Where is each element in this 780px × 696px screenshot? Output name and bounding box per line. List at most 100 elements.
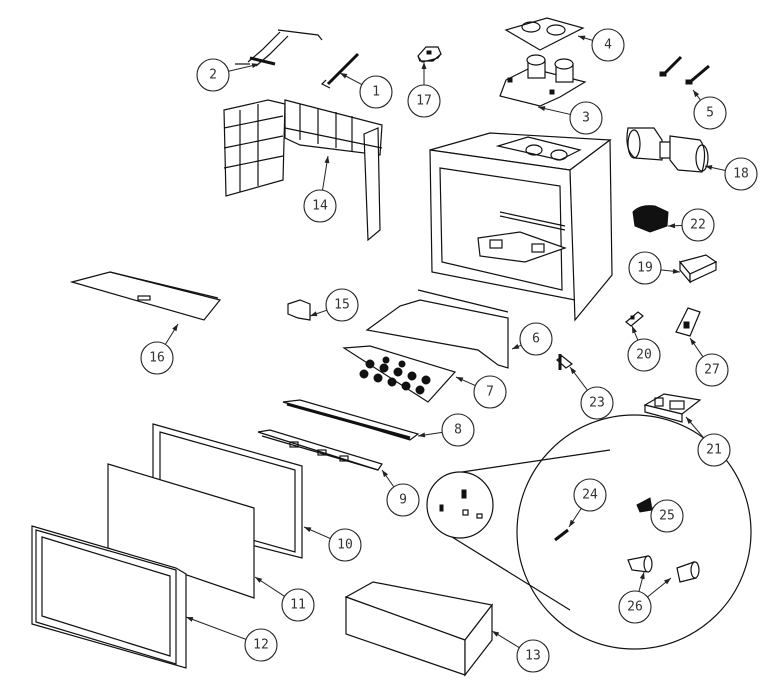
part-13-box xyxy=(344,581,494,677)
callout-circle xyxy=(580,386,614,420)
callouts: 1234567891011121314151617181920212223242… xyxy=(140,28,758,673)
arrowhead xyxy=(382,470,389,478)
callout-circle xyxy=(628,251,662,285)
callout-14: 14 xyxy=(303,155,337,223)
callout-circle xyxy=(359,75,393,109)
part-20-switch xyxy=(625,311,644,327)
callout-24: 24 xyxy=(568,478,607,528)
callout-circle xyxy=(303,189,337,223)
arrowhead xyxy=(456,377,464,383)
arrowhead xyxy=(663,578,671,585)
callout-5: 5 xyxy=(692,89,727,130)
callout-circle xyxy=(244,628,278,662)
callout-label: 3 xyxy=(582,111,590,126)
callout-label: 1 xyxy=(372,85,380,100)
callout-label: 23 xyxy=(589,396,605,411)
callout-12: 12 xyxy=(185,616,278,662)
part-2-bracket xyxy=(235,29,323,67)
arrowhead xyxy=(632,326,637,334)
callout-label: 19 xyxy=(637,261,653,276)
part-21-remote xyxy=(643,393,702,423)
hardware-detail-inset xyxy=(426,414,752,650)
callout-circle xyxy=(325,288,359,322)
callout-23: 23 xyxy=(569,366,614,420)
part-23-bracket xyxy=(556,354,574,370)
arrowhead xyxy=(672,268,680,274)
part-16-base-plate xyxy=(69,271,222,321)
part-5-screws xyxy=(659,55,710,85)
callout-circle xyxy=(407,84,441,118)
part-6-shield xyxy=(365,289,509,369)
arrowhead xyxy=(690,338,697,346)
arrowhead xyxy=(570,367,577,375)
callout-19: 19 xyxy=(628,251,681,285)
callout-20: 20 xyxy=(627,325,661,372)
callout-label: 15 xyxy=(334,298,350,313)
callout-label: 22 xyxy=(690,218,706,233)
callout-label: 10 xyxy=(337,538,353,553)
callout-label: 17 xyxy=(416,94,432,109)
callout-circle xyxy=(281,588,315,622)
leader-line xyxy=(185,616,247,640)
callout-circle xyxy=(573,478,607,512)
callout-25: 25 xyxy=(649,499,684,533)
arrowhead xyxy=(668,223,676,229)
callout-circle xyxy=(516,639,550,673)
callout-circle xyxy=(693,96,727,130)
callout-10: 10 xyxy=(303,526,362,562)
part-1-rod xyxy=(320,52,360,89)
callout-label: 4 xyxy=(604,38,612,53)
callout-22: 22 xyxy=(667,208,715,242)
arrowhead xyxy=(324,156,330,164)
callout-label: 5 xyxy=(706,106,714,121)
callout-label: 2 xyxy=(209,68,217,83)
callout-label: 25 xyxy=(659,509,675,524)
arrowhead xyxy=(340,73,348,79)
callout-circle xyxy=(681,208,715,242)
callout-18: 18 xyxy=(704,157,758,191)
callout-circle xyxy=(650,499,684,533)
part-3-collar-plate xyxy=(499,54,587,107)
arrowhead xyxy=(705,165,713,170)
part-18-blower xyxy=(626,127,709,173)
part-22-valve xyxy=(632,205,669,233)
callout-4: 4 xyxy=(577,28,625,62)
callout-13: 13 xyxy=(491,630,550,673)
part-17-cap xyxy=(417,46,442,63)
callout-label: 26 xyxy=(627,600,643,615)
callout-circle xyxy=(695,353,729,387)
part-11-glass xyxy=(107,463,255,599)
arrowhead xyxy=(186,617,194,622)
arrowhead xyxy=(251,63,259,69)
part-14-brick-liner xyxy=(223,99,383,242)
part-8-rail xyxy=(282,399,420,441)
callout-label: 13 xyxy=(525,649,541,664)
arrowhead xyxy=(686,417,693,424)
callout-15: 15 xyxy=(309,288,359,322)
callout-label: 8 xyxy=(454,423,462,438)
callout-circle xyxy=(473,375,507,409)
callout-circle xyxy=(627,338,661,372)
callout-11: 11 xyxy=(254,576,315,622)
firebox-main-unit xyxy=(429,132,613,322)
callout-circle xyxy=(519,322,553,356)
callout-circle xyxy=(618,590,652,624)
arrowhead xyxy=(569,519,575,527)
callout-circle xyxy=(697,433,731,467)
callout-label: 12 xyxy=(253,638,269,653)
arrowhead xyxy=(538,106,546,112)
callout-label: 6 xyxy=(532,332,540,347)
part-9-trim xyxy=(257,429,383,471)
callout-16: 16 xyxy=(140,323,179,375)
part-7-ember-bed xyxy=(342,345,457,403)
part-4-plate xyxy=(504,17,585,51)
part-12-surround xyxy=(31,525,187,669)
callout-21: 21 xyxy=(685,416,731,467)
part-27-receiver xyxy=(675,307,701,337)
arrowhead xyxy=(492,631,500,637)
callout-label: 18 xyxy=(733,167,749,182)
arrowhead xyxy=(693,90,700,98)
callout-circle xyxy=(140,341,174,375)
callout-circle xyxy=(386,483,420,517)
